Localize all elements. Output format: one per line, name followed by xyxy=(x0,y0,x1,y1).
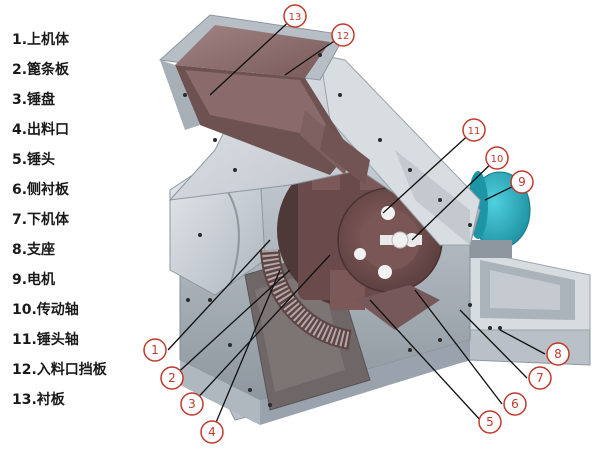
callout-number: 4 xyxy=(208,425,216,439)
callout-circle xyxy=(180,392,204,416)
callout-10: 10 xyxy=(485,146,509,170)
legend-item-8: 8.支座 xyxy=(12,242,56,258)
callout-2: 2 xyxy=(160,366,184,390)
legend-item-10: 10.传动轴 xyxy=(12,302,79,318)
callout-circle xyxy=(510,170,534,194)
callout-number: 11 xyxy=(468,126,481,137)
callout-12: 12 xyxy=(331,23,355,47)
callout-circle xyxy=(200,420,224,444)
callout-number: 8 xyxy=(554,347,562,361)
callout-circle xyxy=(546,342,570,366)
callout-circle xyxy=(331,23,355,47)
callout-13: 13 xyxy=(283,4,307,28)
leader-lines xyxy=(167,15,546,433)
callout-number: 13 xyxy=(289,12,302,23)
legend-item-5: 5.锤头 xyxy=(12,152,56,168)
callout-circle xyxy=(485,146,509,170)
legend-item-11: 11.锤头轴 xyxy=(12,332,79,348)
callout-number: 3 xyxy=(188,397,196,411)
callout-3: 3 xyxy=(180,392,204,416)
callout-circle xyxy=(143,338,167,362)
callout-circle xyxy=(283,4,307,28)
legend-item-9: 9.电机 xyxy=(12,272,56,288)
parts-legend: 1.上机体 2.篦条板 3.锤盘 4.出料口 5.锤头 6.侧衬板 7.下机体 … xyxy=(0,0,200,450)
legend-item-2: 2.篦条板 xyxy=(12,62,70,78)
callout-6: 6 xyxy=(503,392,527,416)
legend-item-3: 3.锤盘 xyxy=(12,92,56,108)
callout-8: 8 xyxy=(546,342,570,366)
callout-number: 9 xyxy=(518,175,526,189)
legend-item-12: 12.入料口挡板 xyxy=(12,362,107,378)
legend-item-4: 4.出料口 xyxy=(12,122,70,138)
callout-number: 12 xyxy=(337,31,350,42)
callout-circle xyxy=(478,410,502,434)
callout-number: 7 xyxy=(536,371,544,385)
callout-circle xyxy=(160,366,184,390)
legend-item-6: 6.侧衬板 xyxy=(12,182,70,198)
grate-bars xyxy=(260,249,352,350)
legend-item-13: 13.衬板 xyxy=(12,392,65,408)
bolts xyxy=(183,53,502,407)
callout-7: 7 xyxy=(528,366,552,390)
callout-number: 10 xyxy=(491,154,504,165)
callout-circle xyxy=(503,392,527,416)
side-liner xyxy=(355,285,440,330)
callout-4: 4 xyxy=(200,420,224,444)
callout-1: 1 xyxy=(143,338,167,362)
callout-5: 5 xyxy=(478,410,502,434)
callout-number: 2 xyxy=(168,371,176,385)
callout-circle xyxy=(528,366,552,390)
callout-number: 1 xyxy=(151,343,159,357)
callout-9: 9 xyxy=(510,170,534,194)
legend-item-7: 7.下机体 xyxy=(12,212,70,228)
feed-hopper xyxy=(158,14,350,175)
callout-circle xyxy=(462,118,486,142)
inlet-baffle xyxy=(300,110,370,185)
callout-number: 6 xyxy=(511,397,519,411)
callout-number: 5 xyxy=(486,415,494,429)
legend-item-1: 1.上机体 xyxy=(12,32,70,48)
callout-11: 11 xyxy=(462,118,486,142)
